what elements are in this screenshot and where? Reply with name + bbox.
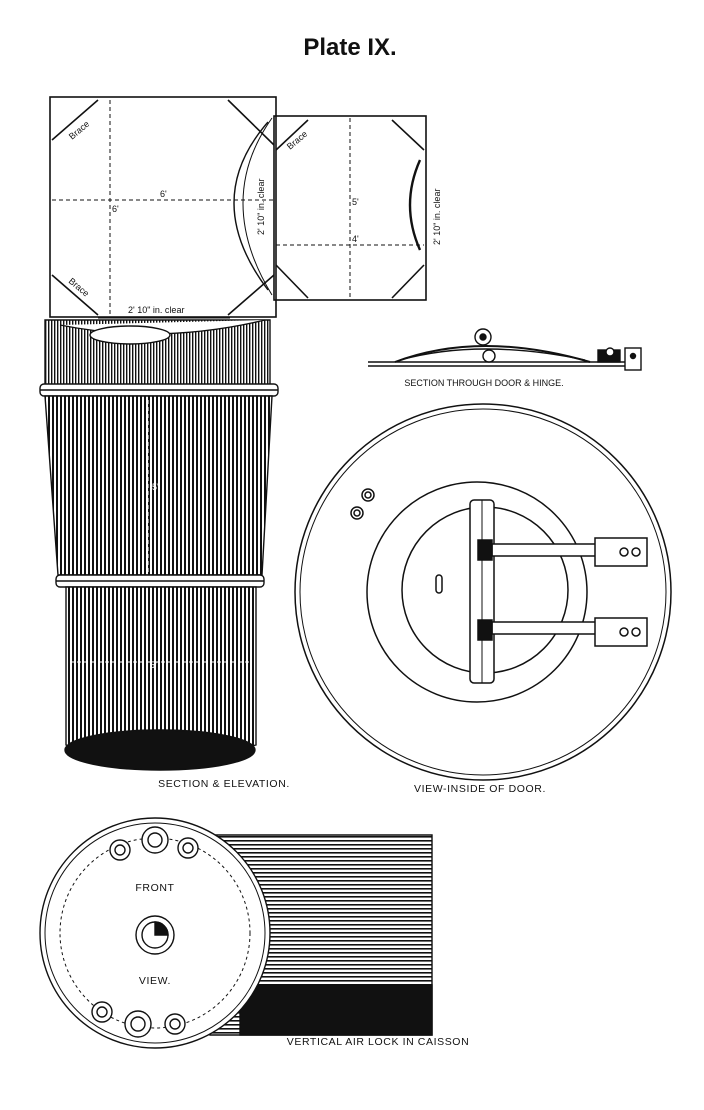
front-label: FRONT — [135, 882, 174, 894]
right-clear-label: 2' 10" in. clear — [432, 189, 442, 245]
dim-height-label: 6' — [112, 204, 119, 214]
front-view-drawing — [39, 817, 433, 1049]
elevation-caption: SECTION & ELEVATION. — [158, 778, 290, 790]
brace-label-right: Brace — [285, 129, 309, 152]
section-plan — [49, 96, 427, 319]
clear-bottom-label: 2' 10" in. clear — [128, 305, 184, 315]
dim-width-label: 6' — [160, 189, 167, 199]
right-dim-w-label: 4' — [352, 234, 359, 244]
hinge-caption: SECTION THROUGH DOOR & HINGE. — [404, 378, 563, 388]
right-dim-h-label: 5' — [352, 197, 359, 207]
door-drawing — [294, 403, 672, 781]
hinge-drawing — [368, 328, 642, 371]
plate-title: Plate IX. — [303, 34, 396, 61]
view-label: VIEW. — [139, 975, 171, 987]
brace-label-top: Brace — [67, 119, 91, 142]
elevation-dim-lower: 5' — [150, 660, 157, 670]
front-view-caption: VERTICAL AIR LOCK IN CAISSON — [287, 1036, 470, 1048]
clear-vertical-label: 2' 10" in. clear — [256, 179, 266, 235]
brace-label-bottom: Brace — [67, 276, 91, 299]
elevation-drawing — [39, 319, 279, 771]
elevation-dim-upper: 5' — [152, 482, 159, 492]
door-caption: VIEW-INSIDE OF DOOR. — [414, 783, 546, 795]
